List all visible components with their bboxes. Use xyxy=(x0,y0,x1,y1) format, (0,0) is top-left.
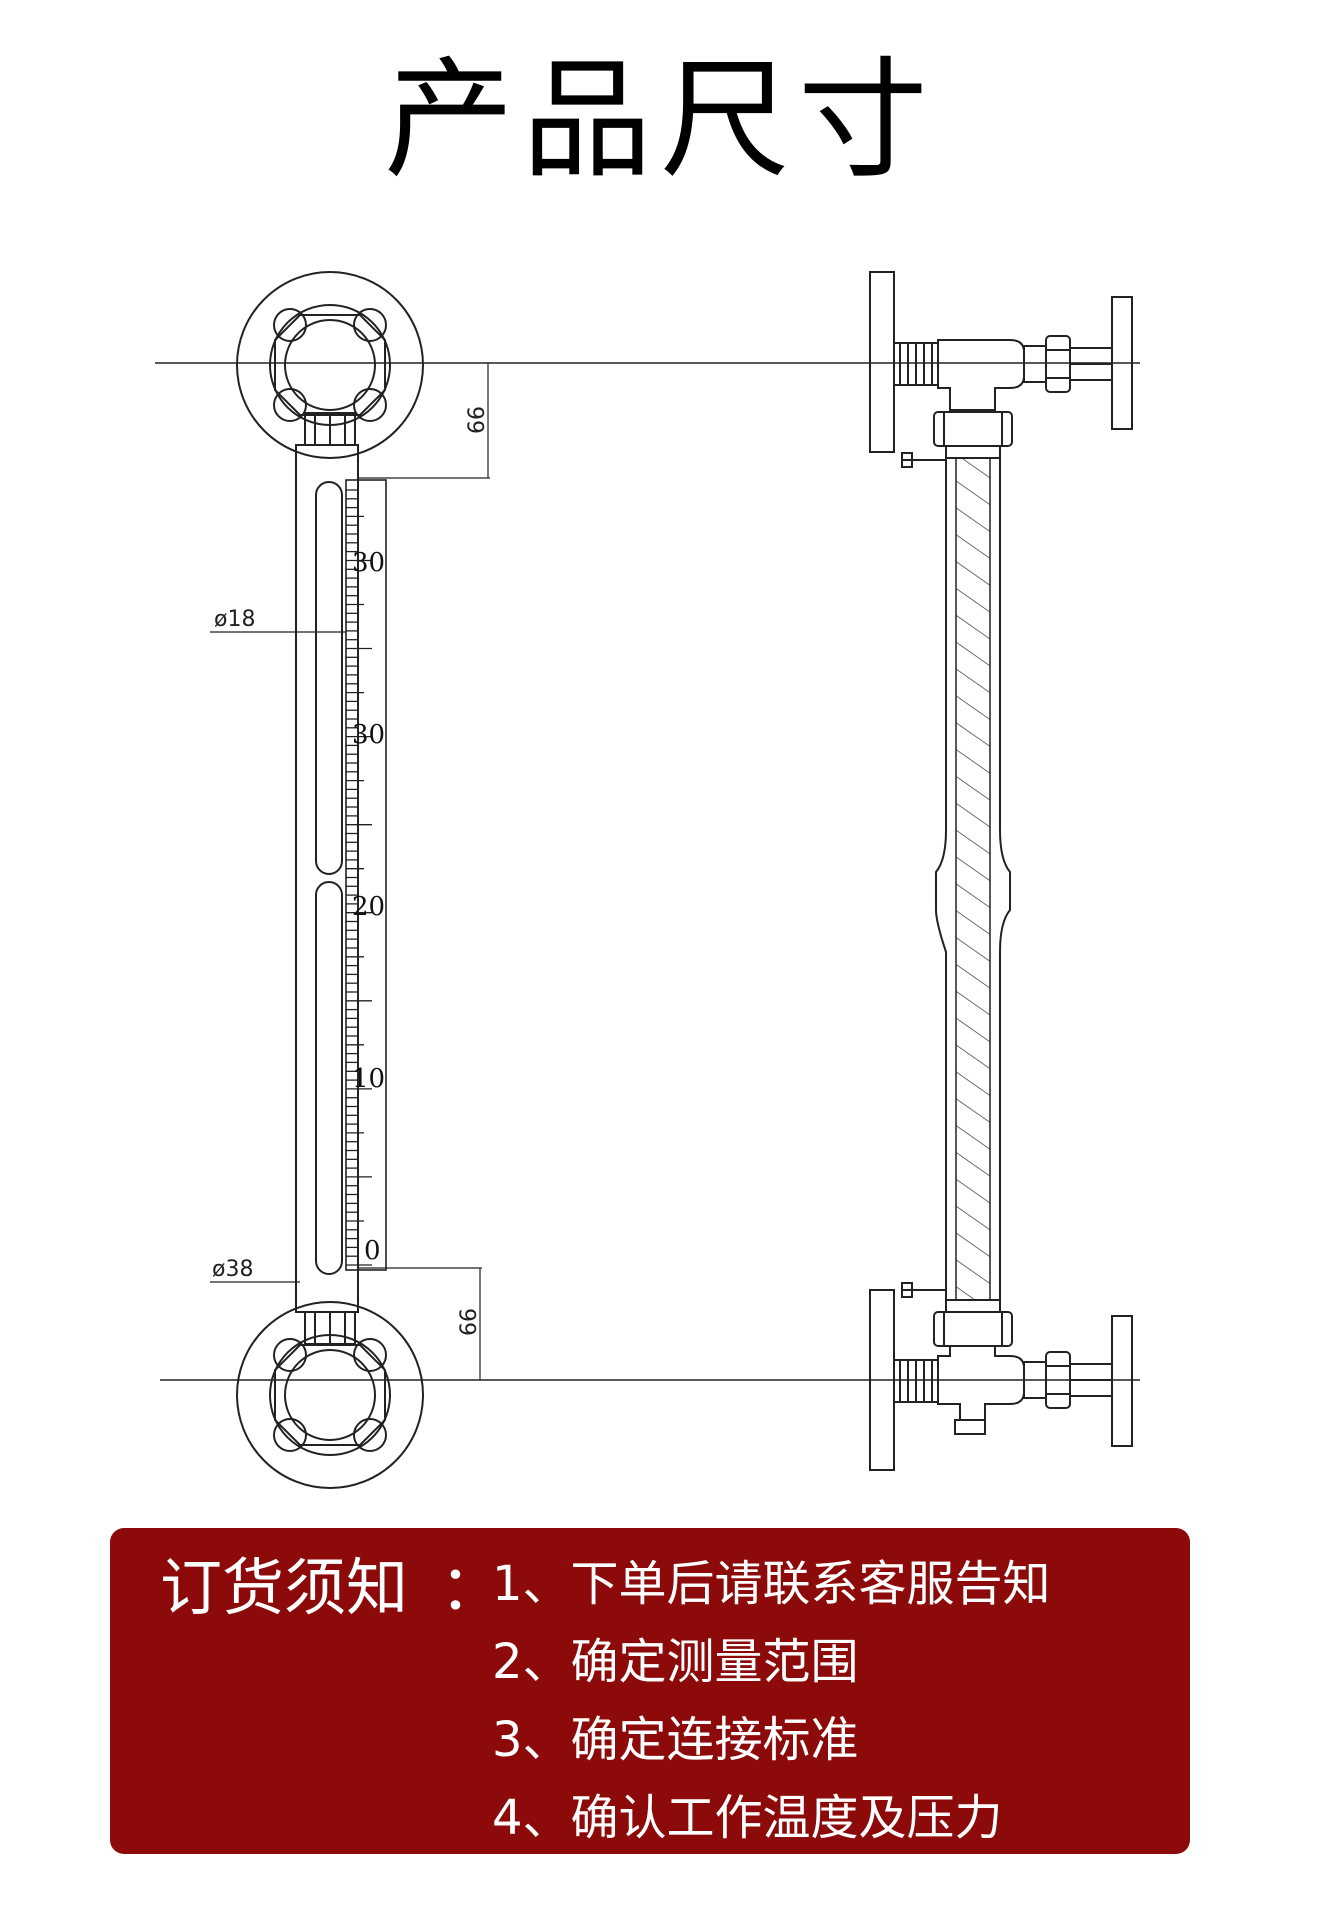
bottom-flange xyxy=(236,1301,424,1489)
scale-label: 0 xyxy=(364,1236,381,1266)
drain-plug xyxy=(954,1419,986,1435)
side-view xyxy=(869,271,1133,1471)
dimension-tube-diameter: ø18 xyxy=(214,607,255,632)
dimension-bottom-length: 66 xyxy=(457,1308,482,1336)
scale-label: 10 xyxy=(352,1064,385,1094)
dimension-body-diameter: ø38 xyxy=(212,1257,253,1282)
order-notice-item: 1、下单后请联系客服告知 xyxy=(492,1556,1051,1612)
technical-drawing: 30 30 20 10 0 66 66 ø18 ø38 xyxy=(155,271,1140,1489)
scale-label: 30 xyxy=(352,720,385,750)
scale-label: 30 xyxy=(352,548,385,578)
top-flange xyxy=(236,271,424,459)
order-notice-heading: 订货须知 xyxy=(160,1551,409,1624)
dimension-top-length: 66 xyxy=(465,406,490,434)
side-top-flange-plate xyxy=(869,271,895,453)
side-bottom-handwheel xyxy=(1111,1315,1133,1447)
gauge-window-lower xyxy=(315,881,343,1275)
order-notice-panel: 订货须知 ： 1、下单后请联系客服告知 2、确定测量范围 3、确定连接标准 4、… xyxy=(110,1528,1190,1854)
scale-label: 20 xyxy=(352,892,385,922)
page-title: 产品尺寸 xyxy=(383,44,936,196)
order-notice-item: 3、确定连接标准 xyxy=(492,1712,859,1768)
order-notice-item: 4、确认工作温度及压力 xyxy=(492,1790,1003,1846)
scale-plate xyxy=(345,479,387,1271)
gauge-body xyxy=(295,444,359,1313)
gauge-window-upper xyxy=(315,481,343,875)
order-notice-item: 2、确定测量范围 xyxy=(492,1634,859,1690)
glass-hatch xyxy=(955,457,991,1301)
scale-ticks xyxy=(346,489,372,1266)
front-view xyxy=(155,271,1140,1489)
order-notice-colon: ： xyxy=(440,1551,503,1624)
